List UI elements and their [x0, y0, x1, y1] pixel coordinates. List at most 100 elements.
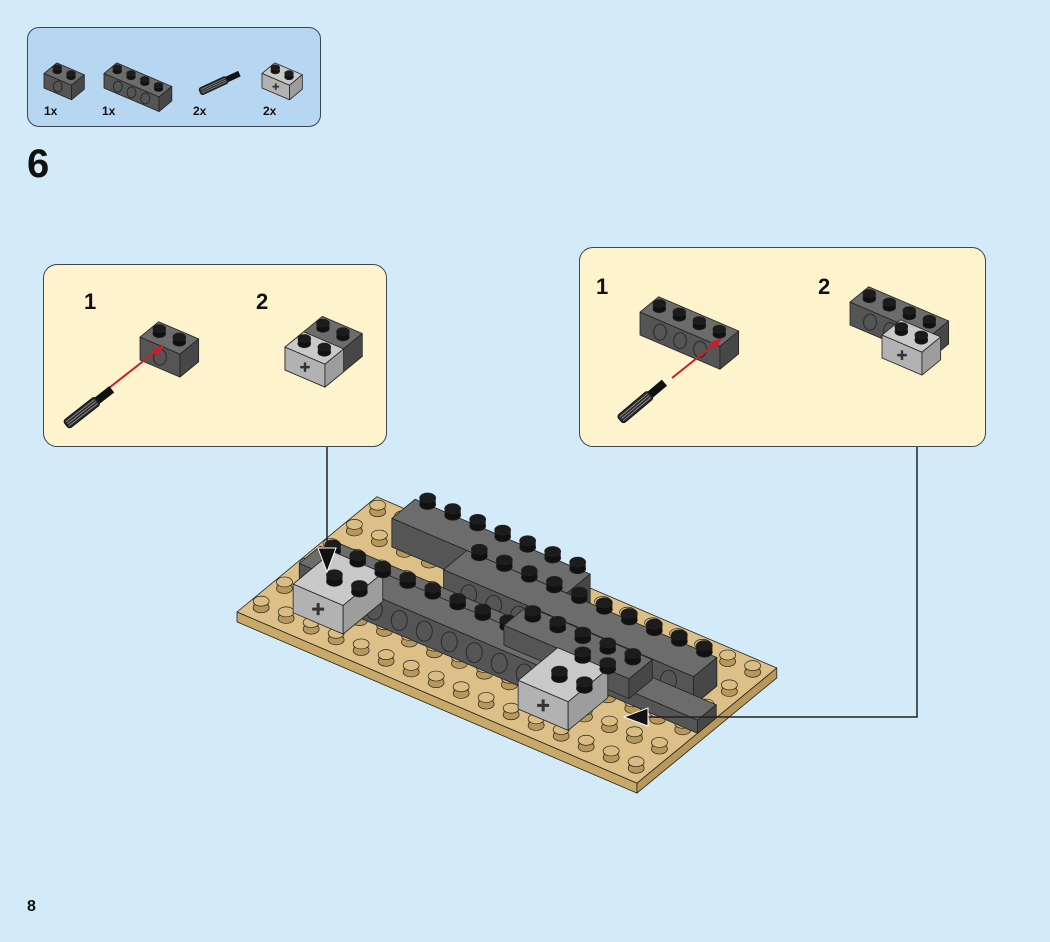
stud [602, 745, 620, 757]
technic-hole [52, 80, 63, 93]
pointer-arrowhead [317, 547, 337, 574]
part-qty: 1x [102, 104, 116, 118]
stud [549, 615, 567, 627]
stud [66, 70, 76, 77]
stud [601, 715, 618, 727]
technic-hole [653, 323, 667, 341]
technic-hole [126, 86, 137, 99]
insert-arrow [671, 341, 718, 379]
stud [569, 556, 587, 568]
callout-brick-1x4 [639, 296, 740, 370]
axle-hole [300, 362, 310, 372]
axle-groove [200, 77, 226, 90]
stud [369, 499, 386, 511]
stud [402, 659, 420, 671]
axle-groove [201, 79, 226, 92]
stud [551, 665, 568, 677]
stud [477, 692, 495, 703]
step-number: 6 [27, 142, 50, 186]
pin-end [648, 379, 668, 398]
technic-hole [863, 313, 877, 331]
stud [692, 316, 707, 325]
callout-axle-brick [881, 319, 942, 376]
technic-hole [440, 631, 458, 653]
stud [894, 322, 909, 331]
stud [695, 640, 713, 651]
stud [626, 726, 643, 738]
stud [502, 702, 520, 714]
substep-number: 2 [818, 274, 831, 299]
pointer-arrowhead [622, 707, 649, 727]
brick-side [628, 659, 653, 700]
stud [371, 529, 388, 541]
stud [574, 646, 592, 658]
part-icon-1x2 [43, 62, 85, 101]
stud [652, 299, 667, 308]
stud [882, 297, 897, 307]
stud [524, 605, 542, 617]
stud [172, 332, 187, 342]
stud [719, 649, 737, 661]
stud [922, 314, 937, 324]
axle-hole [537, 699, 550, 712]
part-qty: 2x [193, 104, 207, 118]
axle-pin-icon [63, 386, 115, 429]
stud [720, 679, 738, 691]
axle-groove [65, 399, 95, 423]
stud [449, 592, 467, 604]
axle-pin-icon [617, 379, 668, 424]
brick-side [158, 86, 173, 112]
arrowhead [710, 338, 722, 349]
callout-axle-brick [284, 331, 345, 388]
stud [399, 571, 417, 583]
stud [349, 550, 367, 561]
stud [577, 734, 595, 746]
part-qty: 2x [263, 104, 277, 118]
technic-hole [140, 92, 151, 105]
part-icon-axle-brick [261, 62, 303, 101]
stud [471, 543, 488, 555]
brick-side [921, 336, 942, 376]
stud [651, 737, 668, 748]
light-gray-axle-brick [292, 550, 392, 635]
light-gray-axle-brick [517, 646, 617, 731]
stud [424, 582, 442, 594]
brick-side [324, 348, 345, 388]
stud [902, 306, 917, 315]
axle-groove [67, 401, 97, 425]
callout-brick-1x2 [139, 321, 200, 378]
technic-hole [390, 609, 408, 631]
stud [419, 492, 436, 504]
arrowhead [152, 345, 164, 356]
stud [862, 289, 877, 298]
stud [744, 660, 762, 672]
stud [595, 597, 613, 609]
substep-number: 2 [256, 289, 269, 314]
stud [126, 70, 136, 77]
brick-side [693, 657, 718, 706]
brick-side [719, 330, 740, 370]
axle-groove [619, 393, 648, 418]
stud [670, 629, 688, 641]
stud [284, 70, 294, 77]
brick-side [289, 74, 303, 101]
stud [140, 76, 150, 83]
stud [352, 638, 370, 650]
stud [252, 595, 270, 607]
brick-side [179, 338, 200, 378]
stud [351, 580, 368, 591]
stud [469, 513, 486, 525]
axle-groove [68, 403, 98, 427]
callout-pointer-line [640, 447, 918, 718]
stud [544, 546, 562, 557]
axle-hole [272, 83, 280, 90]
technic-hole [673, 332, 687, 350]
stud [112, 64, 123, 71]
stud [620, 608, 638, 619]
stud [496, 554, 513, 566]
pin-end [95, 386, 115, 404]
pin-end [225, 70, 241, 83]
stud [326, 569, 343, 581]
brick-side [71, 74, 85, 101]
